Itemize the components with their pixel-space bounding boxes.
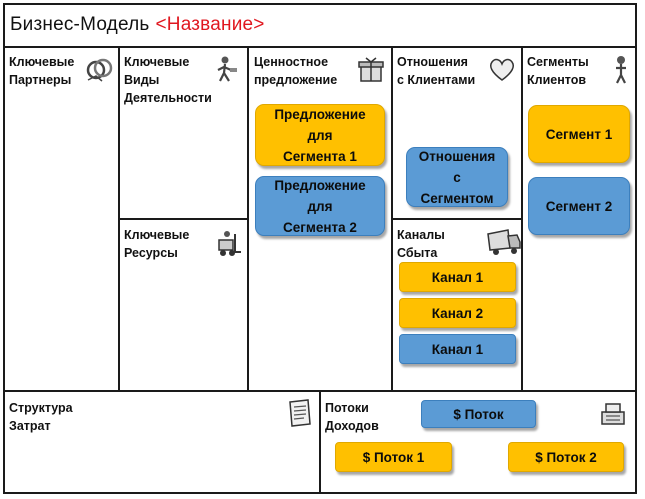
value-proposition-note-2[interactable]: Предложение для Сегмента 2 <box>255 176 385 236</box>
partners-rings-icon <box>86 58 113 82</box>
revenue-stream-note-1[interactable]: $ Поток 1 <box>335 442 452 472</box>
worker-icon <box>217 56 237 82</box>
channel-note-3[interactable]: Канал 1 <box>399 334 516 364</box>
divider-h-relationships <box>391 218 523 220</box>
title-main: Бизнес-Модель <box>10 14 150 35</box>
heart-icon <box>490 58 514 81</box>
forklift-icon <box>218 231 241 256</box>
frame-left <box>3 3 5 494</box>
block-revenue-streams: Потоки Доходов <box>325 401 379 433</box>
divider-h-activities <box>118 218 249 220</box>
channel-note-2[interactable]: Канал 2 <box>399 298 516 328</box>
revenue-stream-note-2[interactable]: $ Поток 2 <box>508 442 624 472</box>
block-value-proposition: Ценностное предложение <box>254 55 338 87</box>
segment-note-1[interactable]: Сегмент 1 <box>528 105 630 163</box>
block-customer-segments: Сегменты Клиентов <box>527 55 589 87</box>
block-cost-structure: Структура Затрат <box>9 401 73 433</box>
block-channels: Каналы Сбыта <box>397 228 445 260</box>
value-proposition-note-1[interactable]: Предложение для Сегмента 1 <box>255 104 385 166</box>
gift-icon <box>358 57 384 82</box>
document-icon <box>289 399 311 427</box>
title-name: <Название> <box>155 14 265 35</box>
person-icon <box>616 56 626 84</box>
divider-v-bottom <box>319 390 321 494</box>
block-key-partners: Ключевые Партнеры <box>9 55 75 87</box>
relationship-note[interactable]: Отношения с Сегментом <box>406 147 508 207</box>
cash-register-icon <box>601 403 625 425</box>
frame-right <box>635 3 637 494</box>
block-key-resources: Ключевые Ресурсы <box>124 228 190 260</box>
block-key-activities: Ключевые Виды Деятельности <box>124 55 212 105</box>
page-title: Бизнес-Модель<Название> <box>10 14 265 36</box>
block-customer-relationships: Отношения с Клиентами <box>397 55 476 87</box>
truck-icon <box>487 229 521 255</box>
frame-top <box>3 3 637 5</box>
header-divider <box>3 46 637 48</box>
channel-note-1[interactable]: Канал 1 <box>399 262 516 292</box>
segment-note-2[interactable]: Сегмент 2 <box>528 177 630 235</box>
revenue-stream-note-top[interactable]: $ Поток <box>421 400 536 428</box>
